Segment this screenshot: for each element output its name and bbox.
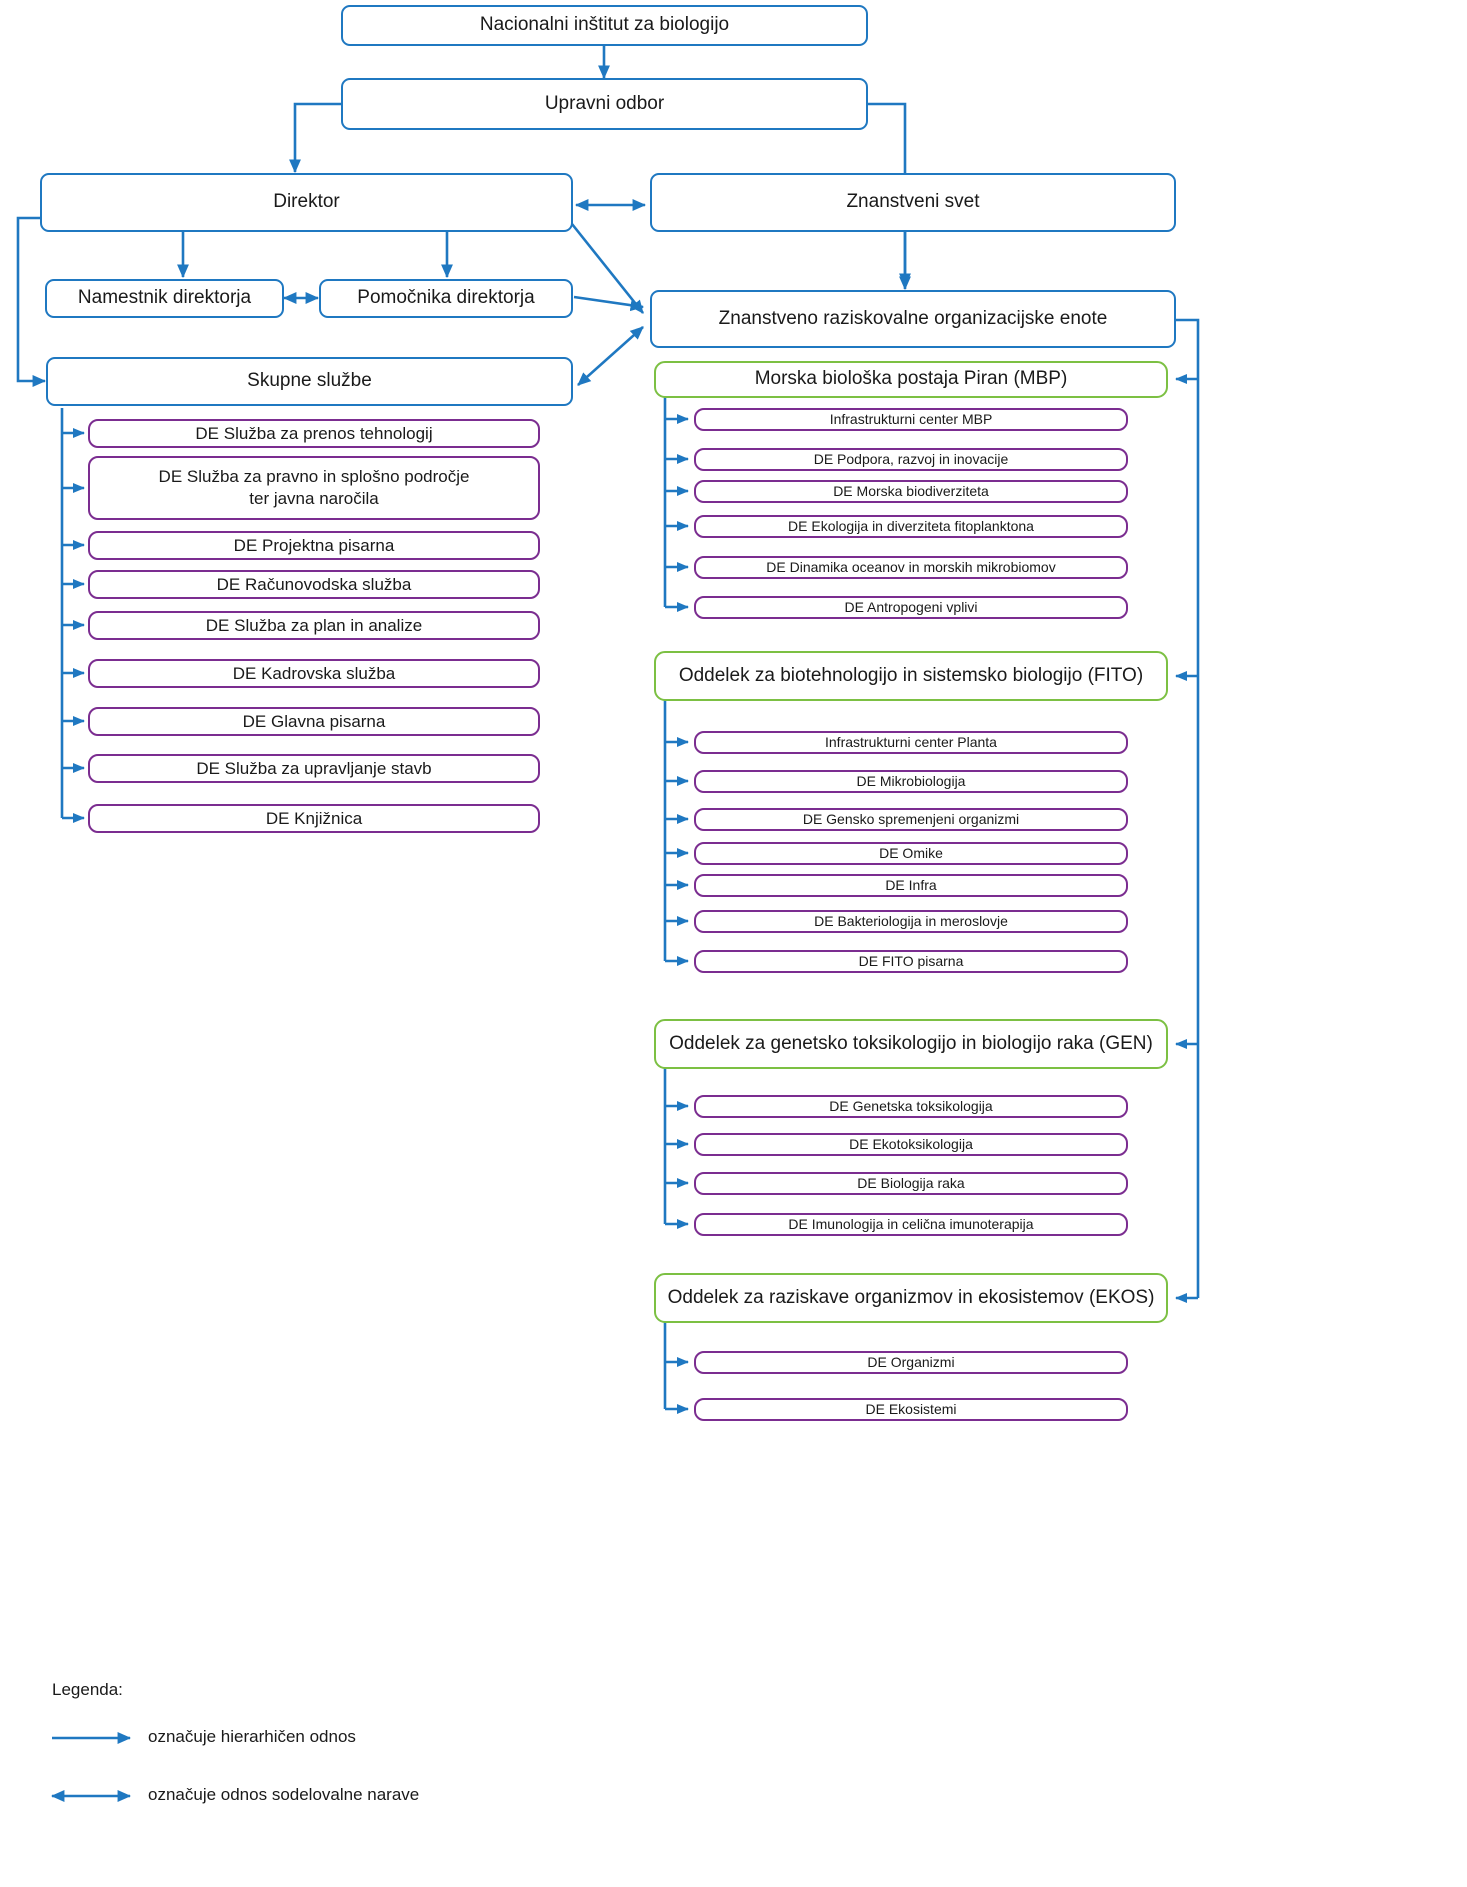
node-department-ekos[interactable]: Oddelek za raziskave organizmov in ekosi… <box>654 1273 1168 1323</box>
list-item-department-child[interactable]: DE Antropogeni vplivi <box>694 596 1128 619</box>
node-board[interactable]: Upravni odbor <box>341 78 868 130</box>
list-item-department-child[interactable]: DE Organizmi <box>694 1351 1128 1374</box>
list-item-department-child[interactable]: DE Bakteriologija in meroslovje <box>694 910 1128 933</box>
list-item-label: DE Genetska toksikologija <box>829 1097 993 1114</box>
list-item-label: DE Ekologija in diverziteta fitoplankton… <box>788 517 1034 534</box>
list-item-label: DE Služba za upravljanje stavb <box>196 758 432 778</box>
node-research-units[interactable]: Znanstveno raziskovalne organizacijske e… <box>650 290 1176 348</box>
list-item-label: Infrastrukturni center MBP <box>829 410 993 427</box>
list-item-department-child[interactable]: DE Morska biodiverziteta <box>694 480 1128 503</box>
node-department-label: Oddelek za genetsko toksikologijo in bio… <box>669 1032 1153 1054</box>
list-item-department-child[interactable]: DE Ekologija in diverziteta fitoplankton… <box>694 515 1128 538</box>
list-item-common-service[interactable]: DE Računovodska služba <box>88 570 540 599</box>
list-item-department-child[interactable]: DE Ekotoksikologija <box>694 1133 1128 1156</box>
list-item-department-child[interactable]: DE Imunologija in celična imunoterapija <box>694 1213 1128 1236</box>
node-common-services[interactable]: Skupne službe <box>46 357 573 406</box>
node-department-mbp[interactable]: Morska biološka postaja Piran (MBP) <box>654 361 1168 398</box>
list-item-label: DE Služba za prenos tehnologij <box>195 423 433 443</box>
node-deputy-director[interactable]: Namestnik direktorja <box>45 279 284 318</box>
list-item-department-child[interactable]: DE Infra <box>694 874 1128 897</box>
node-research-units-label: Znanstveno raziskovalne organizacijske e… <box>718 307 1108 329</box>
list-item-label: DE Kadrovska služba <box>232 663 396 683</box>
list-item-label: DE Morska biodiverziteta <box>833 482 989 499</box>
list-item-common-service[interactable]: DE Knjižnica <box>88 804 540 833</box>
node-common-services-label: Skupne službe <box>247 370 372 392</box>
list-item-label: DE Projektna pisarna <box>233 535 395 555</box>
list-item-department-child[interactable]: DE Omike <box>694 842 1128 865</box>
list-item-label: DE Omike <box>879 844 943 861</box>
list-item-department-child[interactable]: DE FITO pisarna <box>694 950 1128 973</box>
list-item-label: DE Računovodska služba <box>216 574 412 594</box>
node-department-gen[interactable]: Oddelek za genetsko toksikologijo in bio… <box>654 1019 1168 1069</box>
list-item-label: DE Infra <box>885 876 937 893</box>
list-item-label: DE Imunologija in celična imunoterapija <box>788 1215 1034 1232</box>
list-item-label: DE Ekotoksikologija <box>849 1135 973 1152</box>
list-item-label: DE FITO pisarna <box>858 952 964 969</box>
list-item-common-service[interactable]: DE Projektna pisarna <box>88 531 540 560</box>
list-item-common-service[interactable]: DE Služba za plan in analize <box>88 611 540 640</box>
list-item-department-child[interactable]: DE Mikrobiologija <box>694 770 1128 793</box>
list-item-label: DE Biologija raka <box>857 1174 965 1191</box>
list-item-department-child[interactable]: Infrastrukturni center Planta <box>694 731 1128 754</box>
legend-hierarchy-label: označuje hierarhičen odnos <box>148 1727 356 1746</box>
list-item-label: DE Glavna pisarna <box>242 711 386 731</box>
list-item-label: DE Gensko spremenjeni organizmi <box>802 810 1020 827</box>
list-item-department-child[interactable]: DE Gensko spremenjeni organizmi <box>694 808 1128 831</box>
list-item-common-service[interactable]: DE Kadrovska služba <box>88 659 540 688</box>
list-item-label: Infrastrukturni center Planta <box>825 733 997 750</box>
list-item-common-service[interactable]: DE Služba za upravljanje stavb <box>88 754 540 783</box>
node-department-label: Oddelek za raziskave organizmov in ekosi… <box>667 1286 1155 1308</box>
list-item-department-child[interactable]: DE Ekosistemi <box>694 1398 1128 1421</box>
list-item-label: DE Knjižnica <box>265 808 363 828</box>
list-item-label: DE Ekosistemi <box>865 1400 957 1417</box>
list-item-label: DE Služba za pravno in splošno področje … <box>158 467 470 508</box>
node-assistant-directors-label: Pomočnika direktorja <box>357 287 535 309</box>
node-department-fito[interactable]: Oddelek za biotehnologijo in sistemsko b… <box>654 651 1168 701</box>
node-director-label: Direktor <box>273 191 340 213</box>
list-item-department-child[interactable]: DE Genetska toksikologija <box>694 1095 1128 1118</box>
node-department-label: Oddelek za biotehnologijo in sistemsko b… <box>678 664 1144 686</box>
list-item-label: DE Bakteriologija in meroslovje <box>814 912 1008 929</box>
node-department-label: Morska biološka postaja Piran (MBP) <box>754 368 1068 390</box>
node-science-council[interactable]: Znanstveni svet <box>650 173 1176 232</box>
legend-title: Legenda: <box>52 1680 123 1699</box>
node-deputy-director-label: Namestnik direktorja <box>77 287 252 309</box>
list-item-label: DE Organizmi <box>867 1353 955 1370</box>
list-item-common-service[interactable]: DE Služba za pravno in splošno področje … <box>88 456 540 520</box>
list-item-label: DE Podpora, razvoj in inovacije <box>813 450 1009 467</box>
list-item-label: DE Mikrobiologija <box>856 772 966 789</box>
node-institute-label: Nacionalni inštitut za biologijo <box>479 14 730 36</box>
node-institute[interactable]: Nacionalni inštitut za biologijo <box>341 5 868 46</box>
node-board-label: Upravni odbor <box>544 92 665 114</box>
list-item-label: DE Antropogeni vplivi <box>844 598 978 615</box>
list-item-label: DE Dinamika oceanov in morskih mikrobiom… <box>766 558 1056 575</box>
list-item-label: DE Služba za plan in analize <box>205 615 423 635</box>
list-item-department-child[interactable]: DE Podpora, razvoj in inovacije <box>694 448 1128 471</box>
list-item-common-service[interactable]: DE Služba za prenos tehnologij <box>88 419 540 448</box>
list-item-common-service[interactable]: DE Glavna pisarna <box>88 707 540 736</box>
list-item-department-child[interactable]: DE Biologija raka <box>694 1172 1128 1195</box>
legend-cooperation-label: označuje odnos sodelovalne narave <box>148 1785 420 1804</box>
list-item-department-child[interactable]: DE Dinamika oceanov in morskih mikrobiom… <box>694 556 1128 579</box>
list-item-department-child[interactable]: Infrastrukturni center MBP <box>694 408 1128 431</box>
node-director[interactable]: Direktor <box>40 173 573 232</box>
node-assistant-directors[interactable]: Pomočnika direktorja <box>319 279 573 318</box>
node-science-council-label: Znanstveni svet <box>846 191 980 213</box>
